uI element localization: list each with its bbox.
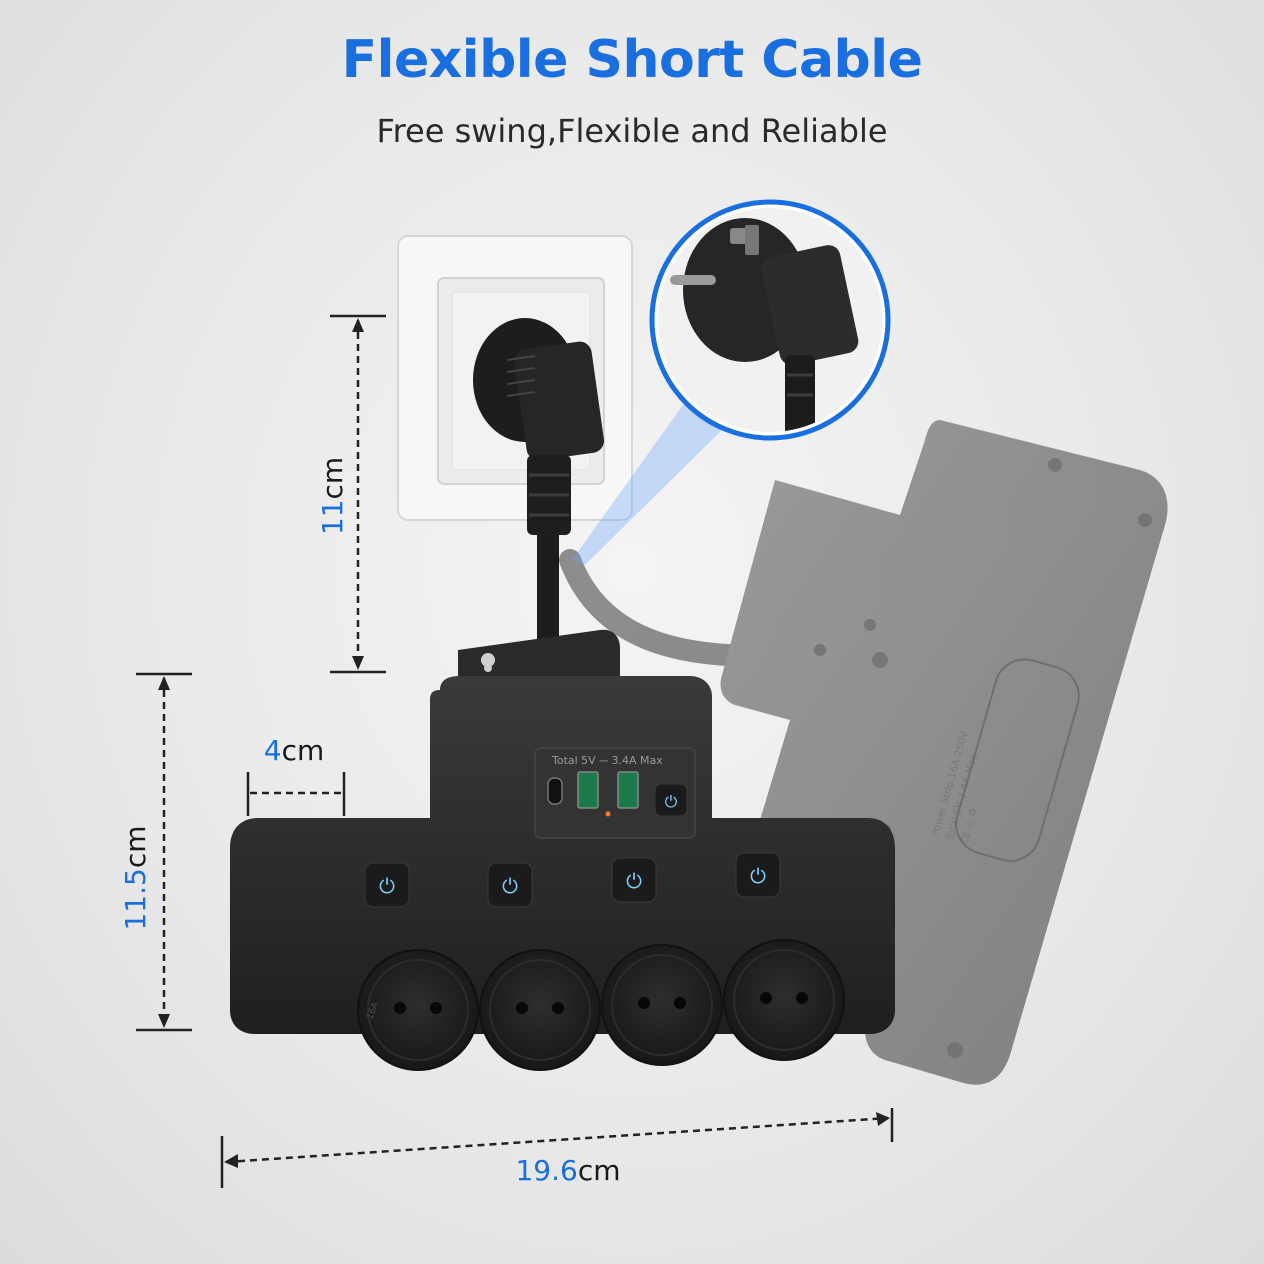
- outlet-2: [479, 949, 601, 1071]
- outlet-switches: ⏻ ⏻ ⏻ ⏻: [364, 852, 781, 908]
- svg-text:11cm: 11cm: [316, 457, 349, 535]
- svg-text:11.5cm: 11.5cm: [119, 825, 152, 930]
- svg-text:⏻: ⏻: [379, 874, 395, 898]
- wall-plug: [473, 318, 605, 535]
- usb-a-port-1: [577, 771, 599, 809]
- usb-power-switch: [654, 783, 688, 817]
- dimension-socket-spacing: 4cm: [246, 734, 346, 816]
- subtitle: Free swing,Flexible and Reliable: [0, 112, 1264, 150]
- dimension-width: 19.6cm: [220, 1108, 894, 1188]
- outlets: 16A: [357, 939, 845, 1071]
- plug-zoom-callout: [572, 199, 891, 565]
- subtitle-text: Free swing,Flexible and Reliable: [376, 112, 888, 150]
- usb-a-port-2: [617, 771, 639, 809]
- outlet-1: 16A: [357, 949, 479, 1071]
- svg-text:⏻: ⏻: [502, 874, 518, 898]
- svg-text:4cm: 4cm: [264, 734, 325, 767]
- svg-text:⏻: ⏻: [626, 869, 642, 893]
- usb-c-port: [547, 777, 563, 805]
- headline: Flexible Short Cable: [0, 30, 1264, 90]
- outlet-3: [601, 944, 723, 1066]
- outlet-4: [723, 939, 845, 1061]
- usb-rating-label: Total 5V ⎓ 3.4A Max: [551, 754, 663, 767]
- svg-text:⏻: ⏻: [750, 864, 766, 888]
- svg-text:19.6cm: 19.6cm: [515, 1154, 620, 1187]
- headline-text: Flexible Short Cable: [341, 30, 923, 90]
- dimension-cable-length: 11cm: [316, 314, 386, 674]
- svg-text:⏻: ⏻: [665, 792, 678, 811]
- dimension-height: 11.5cm: [119, 672, 192, 1032]
- power-strip: Total 5V ⎓ 3.4A Max ⏻ ⏻ ⏻ ⏻ ⏻ 16A: [230, 629, 895, 1071]
